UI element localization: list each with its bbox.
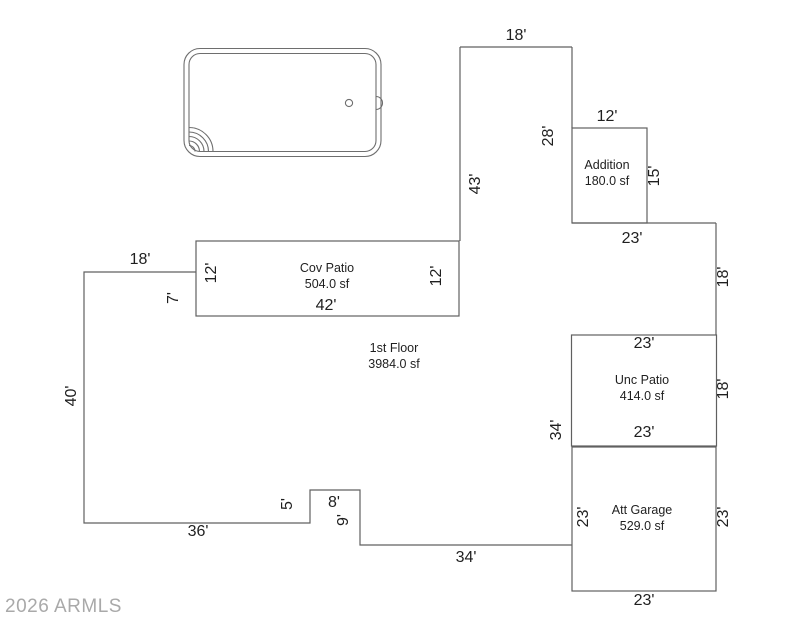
pool-drain-icon — [344, 98, 354, 108]
cov-patio-box — [195, 240, 460, 317]
dim-unc-patio-top: 23' — [633, 335, 655, 352]
dim-west-bottom: 36' — [187, 523, 209, 540]
unc-patio-box — [570, 334, 718, 447]
room-area: 504.0 sf — [304, 277, 350, 291]
room-label-cov-patio: Cov Patio 504.0 sf — [300, 261, 354, 293]
room-label-unc-patio: Unc Patio 414.0 sf — [615, 373, 669, 405]
pool-outline — [183, 47, 384, 158]
north-stem-lines — [459, 46, 573, 241]
east-upper-lines — [572, 222, 717, 335]
dim-south-middle: 34' — [455, 549, 477, 566]
dim-west-left: 40' — [63, 385, 80, 407]
dim-cov-patio-right: 12' — [428, 265, 445, 287]
armls-watermark: 2026 ARMLS — [5, 596, 122, 617]
room-label-addition: Addition 180.0 sf — [584, 158, 629, 190]
room-area: 180.0 sf — [584, 174, 630, 188]
pool-step-arc — [188, 140, 201, 152]
dim-stem-left: 43' — [467, 173, 484, 195]
dim-top-width: 18' — [505, 27, 527, 44]
dim-stem-right: 28' — [540, 125, 557, 147]
dim-addition-top: 12' — [596, 108, 618, 125]
room-area: 3984.0 sf — [368, 357, 420, 371]
dim-notch-across: 8' — [328, 494, 340, 511]
room-area: 414.0 sf — [619, 389, 665, 403]
west-south-outline — [83, 271, 572, 546]
pool-step-arc — [188, 135, 205, 152]
dim-cov-patio-outer-left: 7' — [165, 292, 182, 304]
dim-garage-left: 23' — [575, 506, 592, 528]
pool-outer-wall — [183, 47, 382, 158]
dim-unc-patio-bottom: 23' — [633, 424, 655, 441]
room-name: Addition — [584, 158, 630, 173]
dim-unc-patio-left: 34' — [548, 419, 565, 441]
dim-garage-right: 23' — [715, 506, 732, 528]
room-name: Cov Patio — [299, 261, 355, 276]
pool-skimmer-notch — [375, 95, 384, 111]
dim-addition-right: 15' — [646, 165, 663, 187]
pool-inner-wall — [188, 52, 377, 153]
dim-notch-up: 5' — [279, 498, 296, 510]
room-name: 1st Floor — [369, 341, 419, 356]
dim-unc-patio-right: 18' — [715, 378, 732, 400]
dim-cov-patio-left: 12' — [203, 262, 220, 284]
dim-notch-down: 9' — [335, 514, 352, 526]
dim-addition-bottom: 23' — [621, 230, 643, 247]
room-area: 529.0 sf — [619, 519, 665, 533]
dim-west-top: 18' — [129, 251, 151, 268]
dim-east-upper: 18' — [715, 266, 732, 288]
att-garage-box — [571, 446, 717, 592]
dim-cov-patio-bottom: 42' — [315, 297, 337, 314]
room-name: Unc Patio — [614, 373, 670, 388]
room-label-first-floor: 1st Floor 3984.0 sf — [368, 341, 419, 373]
pool-step-arc — [188, 126, 214, 152]
pool-step-arc — [188, 131, 210, 152]
house-outline — [83, 46, 718, 592]
pool-step-arc — [188, 144, 196, 152]
dim-garage-bottom: 23' — [633, 592, 655, 609]
room-label-att-garage: Att Garage 529.0 sf — [612, 503, 672, 535]
room-name: Att Garage — [611, 503, 673, 518]
